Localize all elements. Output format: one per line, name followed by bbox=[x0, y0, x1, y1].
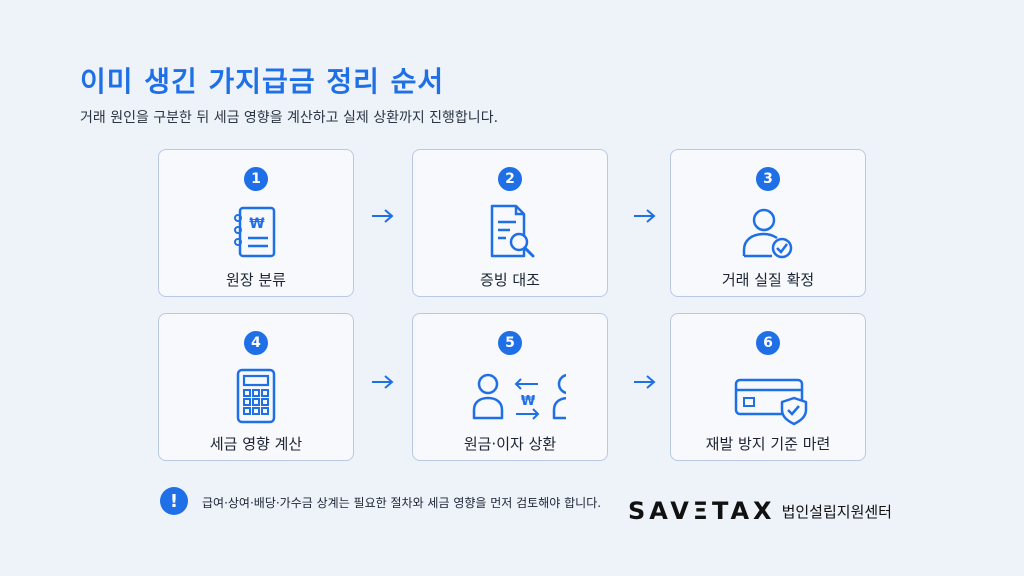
step-label: 세금 영향 계산 bbox=[209, 435, 303, 453]
brand: SAVΞTAX 법인설립지원센터 bbox=[628, 497, 892, 525]
ledger-won-icon: ₩ bbox=[234, 206, 276, 258]
calculator-icon bbox=[236, 368, 276, 424]
step-number-badge: 5 bbox=[498, 331, 522, 355]
arrow-right-icon bbox=[372, 209, 394, 223]
page-subtitle: 거래 원인을 구분한 뒤 세금 영향을 계산하고 실제 상환까지 진행합니다. bbox=[80, 110, 499, 126]
svg-text:₩: ₩ bbox=[249, 216, 265, 232]
step-label: 증빙 대조 bbox=[480, 271, 540, 289]
step-label: 원장 분류 bbox=[226, 271, 286, 289]
step-card-4: 4 세금 영향 계산 bbox=[158, 313, 354, 461]
page-title: 이미 생긴 가지급금 정리 순서 bbox=[80, 65, 445, 98]
arrow-right-icon bbox=[372, 375, 394, 389]
step-card-2: 2 증빙 대조 bbox=[412, 149, 608, 297]
step-number-badge: 3 bbox=[756, 167, 780, 191]
step-number-badge: 4 bbox=[244, 331, 268, 355]
person-check-icon bbox=[742, 208, 793, 259]
money-exchange-icon: ₩ bbox=[472, 373, 566, 420]
step-number-badge: 6 bbox=[756, 331, 780, 355]
step-label: 재발 방지 기준 마련 bbox=[705, 435, 831, 453]
step-number-badge: 1 bbox=[244, 167, 268, 191]
step-card-5: 5 ₩ 원금·이자 상환 bbox=[412, 313, 608, 461]
alert-icon: ! bbox=[160, 487, 188, 515]
step-card-6: 6 재발 방지 기준 마련 bbox=[670, 313, 866, 461]
brand-logo: SAVΞTAX bbox=[628, 497, 776, 525]
step-card-1: 1 ₩ 원장 분류 bbox=[158, 149, 354, 297]
arrow-right-icon bbox=[634, 209, 656, 223]
card-shield-icon bbox=[734, 378, 808, 426]
brand-subtitle: 법인설립지원센터 bbox=[781, 502, 892, 521]
step-label: 거래 실질 확정 bbox=[721, 271, 815, 289]
step-label: 원금·이자 상환 bbox=[463, 435, 557, 453]
step-card-3: 3 거래 실질 확정 bbox=[670, 149, 866, 297]
svg-text:₩: ₩ bbox=[521, 394, 536, 409]
step-number-badge: 2 bbox=[498, 167, 522, 191]
note-text: 급여·상여·배당·가수금 상계는 필요한 절차와 세금 영향을 먼저 검토해야 … bbox=[202, 496, 602, 510]
arrow-right-icon bbox=[634, 375, 656, 389]
document-search-icon bbox=[490, 204, 535, 258]
